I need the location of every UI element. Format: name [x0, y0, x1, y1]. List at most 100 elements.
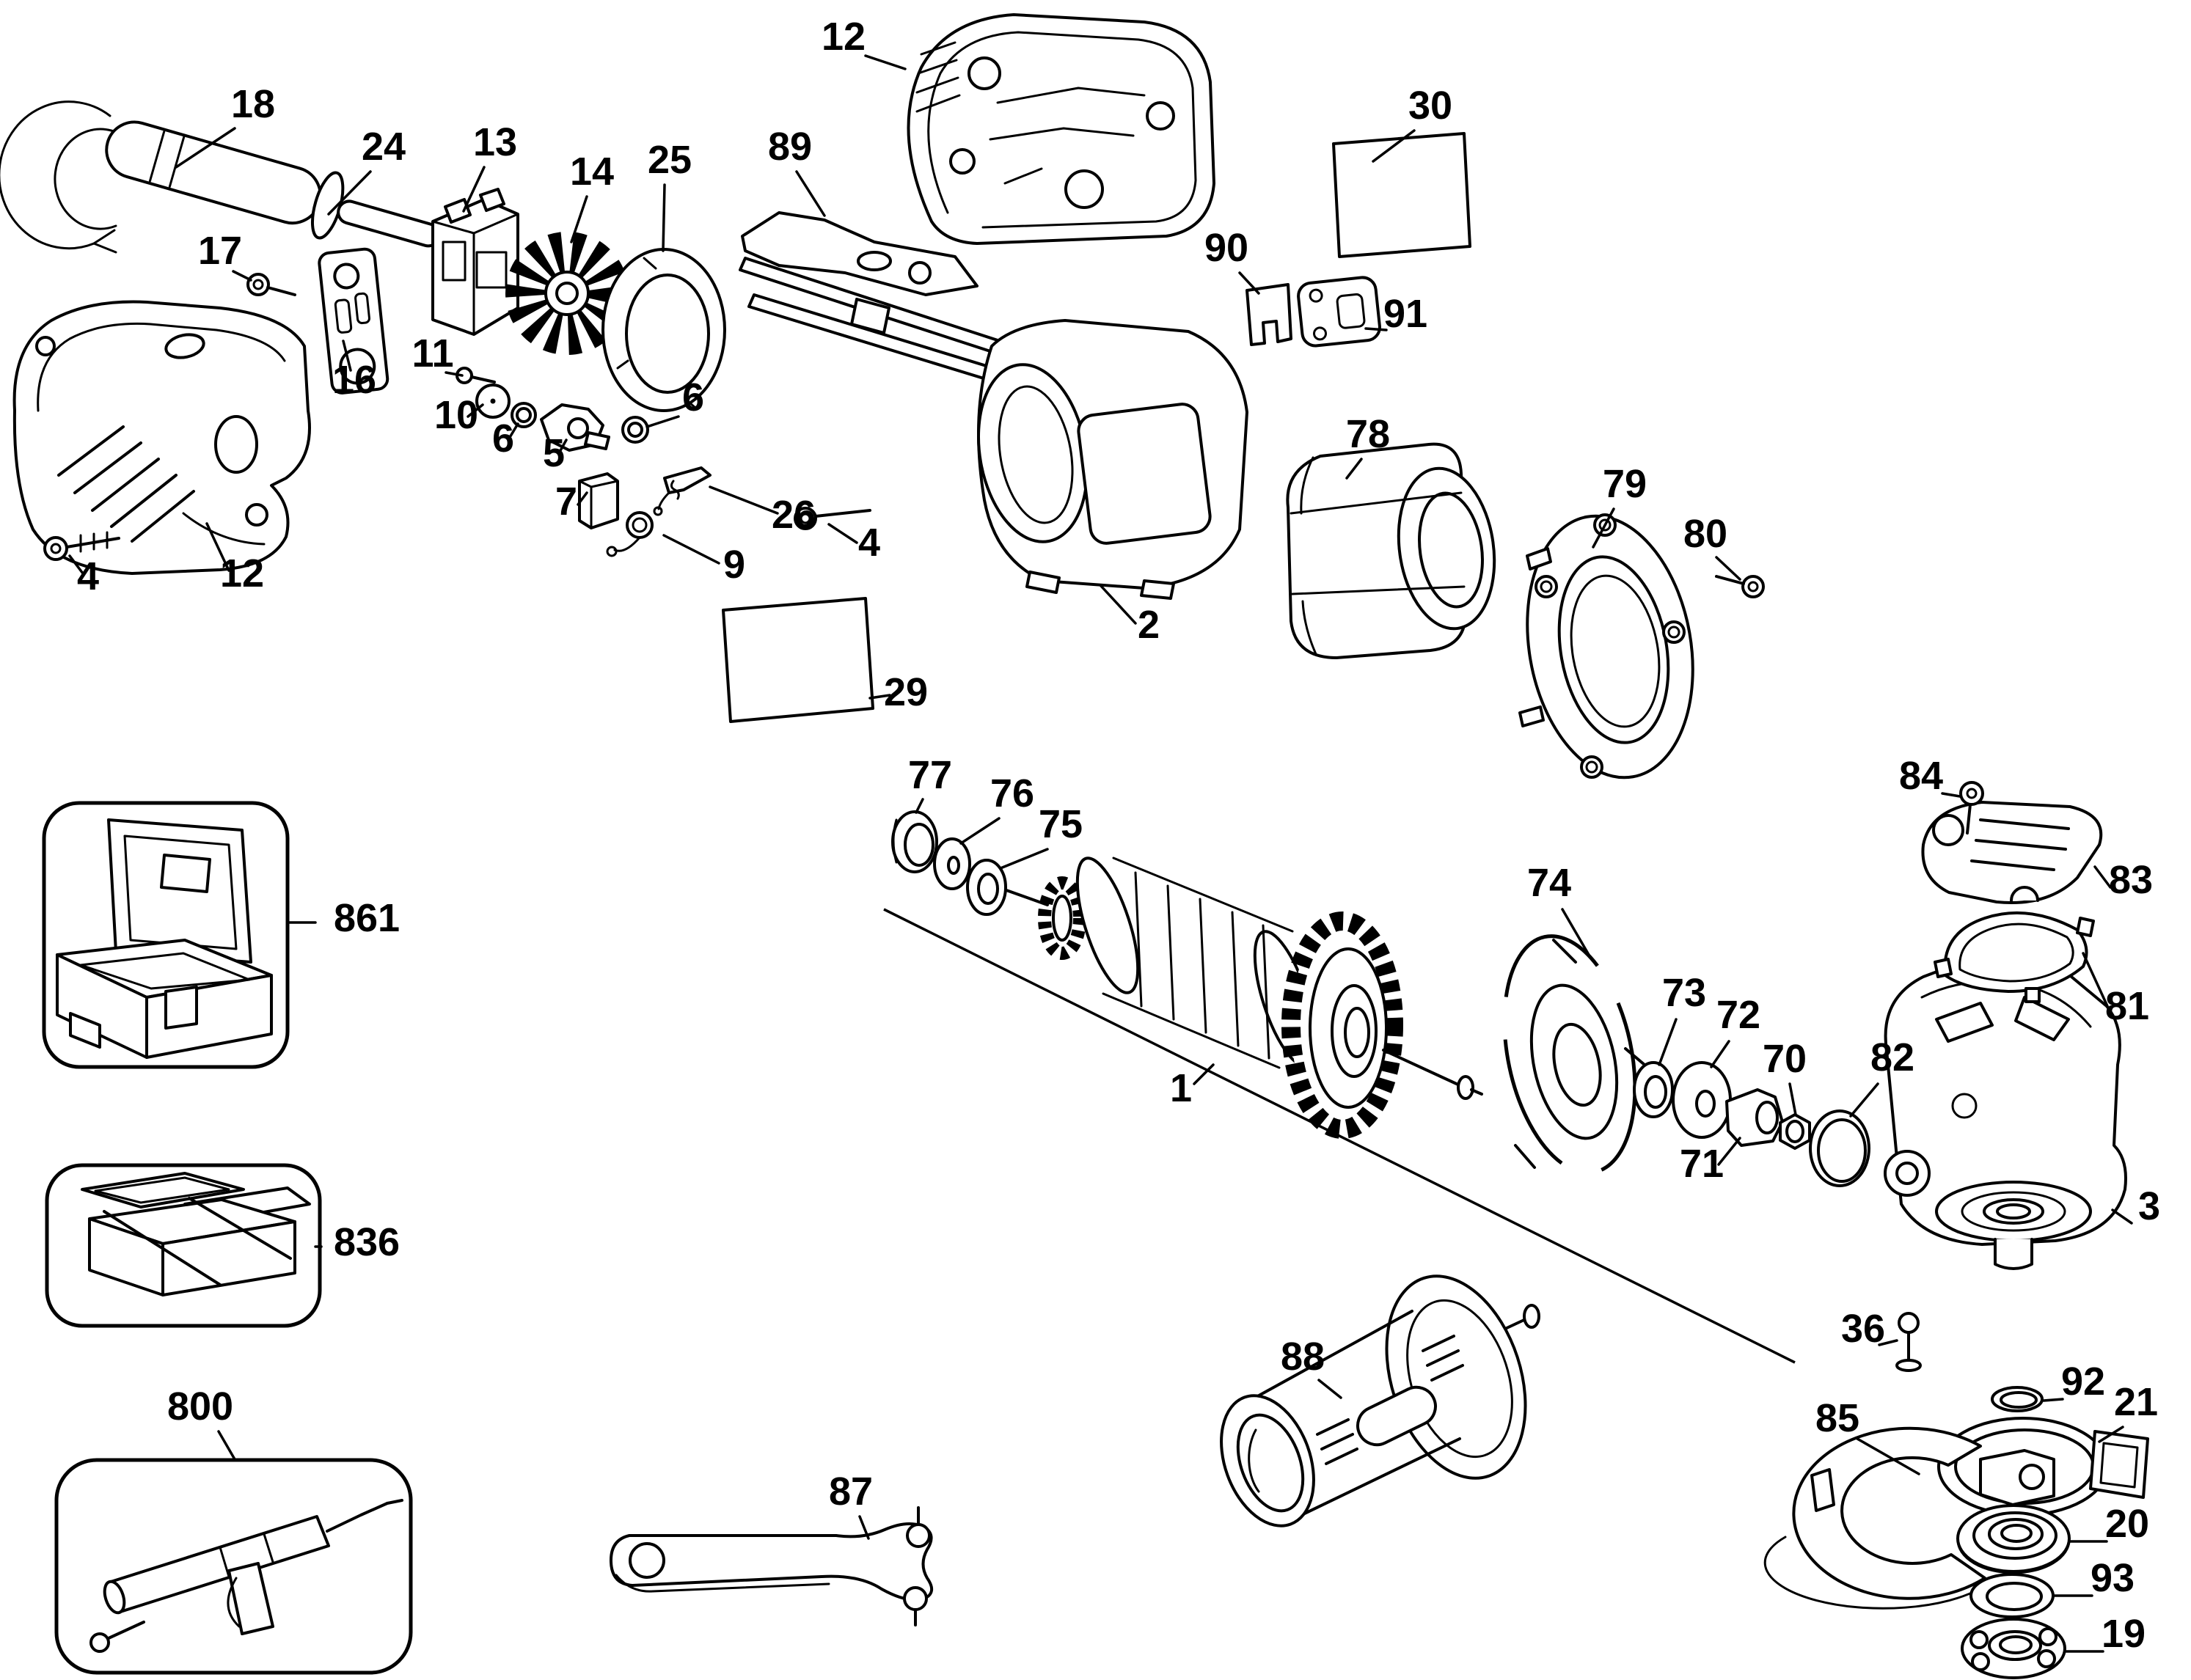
motor-housing-2-shape	[1077, 403, 1212, 545]
baffle-plate-79-shape	[1540, 580, 1553, 593]
screw-84-shape	[1966, 803, 1972, 835]
housing-half-12-top-shape	[915, 76, 959, 94]
callout-label-6b: 6	[682, 375, 704, 419]
callout-label-73: 73	[1662, 971, 1706, 1015]
side-handle-88-shape	[1325, 1448, 1358, 1465]
grease-gun-800-shape	[386, 1499, 403, 1505]
callout-leader-29	[868, 694, 891, 700]
brush-cap-91	[1297, 276, 1381, 348]
callout-leader-82	[1849, 1082, 1879, 1118]
callout-leader-4l	[68, 554, 84, 575]
ring-6b-shape	[627, 422, 643, 438]
callout-label-84: 84	[1899, 754, 1943, 798]
callout-label-88: 88	[1281, 1335, 1325, 1379]
callout-label-11: 11	[412, 331, 453, 375]
gasket-81-shape	[2024, 987, 2041, 1003]
callout-leader-90	[1238, 271, 1260, 295]
armature-1-shape-shape	[1075, 856, 1140, 994]
housing-half-12-left-shape	[35, 336, 56, 356]
callout-label-19: 19	[2102, 1612, 2146, 1656]
callout-label-3: 3	[2138, 1184, 2160, 1228]
gear-case-cover-83-shape	[1970, 859, 2055, 871]
outer-flange-19-shape	[2038, 1627, 2058, 1646]
callout-label-74: 74	[1527, 861, 1571, 905]
outer-flange-19-shape	[1971, 1652, 1990, 1671]
grease-gun-800-shape	[103, 1580, 126, 1615]
o-ring-82	[1809, 1109, 1870, 1187]
callout-label-90: 90	[1204, 226, 1248, 270]
ring-6b	[621, 416, 649, 444]
callout-leader-75	[999, 848, 1049, 870]
housing-half-12-left-shape	[91, 458, 160, 512]
brush-holder-7-shape	[578, 472, 619, 529]
outer-flange-19-shape	[1969, 1630, 1989, 1649]
callout-label-10: 10	[434, 393, 478, 437]
callout-label-12t: 12	[822, 15, 866, 59]
kit-box-861	[56, 818, 273, 1059]
callout-leader-6a	[508, 422, 519, 440]
kit-box-861-shape	[79, 952, 251, 990]
gasket-81-shape	[1934, 958, 1953, 978]
callout-label-72: 72	[1716, 993, 1760, 1037]
fan-baffle-74-shape	[1552, 1022, 1602, 1107]
gear-case-3-shape	[1935, 1002, 1994, 1043]
housing-half-12-top-shape	[927, 31, 1197, 229]
wheel-guard-85-shape	[1763, 1536, 1982, 1610]
callout-label-80: 80	[1683, 512, 1727, 556]
field-78	[1286, 442, 1496, 659]
screw-4-left-shape	[50, 543, 62, 554]
side-handle-88-shape	[1316, 1418, 1350, 1436]
housing-half-12-left	[12, 300, 311, 575]
callout-leader-77	[915, 798, 924, 814]
spindle-lock-5-shape	[567, 417, 589, 439]
armature-1	[1005, 856, 1483, 1139]
tray-836-shape	[103, 1210, 222, 1286]
callout-leader-87	[858, 1515, 870, 1540]
housing-half-12-left-shape	[110, 474, 178, 528]
armature-1-shape-shape	[1166, 884, 1175, 1021]
cord-set-18-24-shape	[54, 128, 128, 230]
callout-leader-12l	[205, 522, 230, 572]
callout-leader-26	[709, 485, 779, 515]
gear-case-3-shape	[1961, 1191, 2066, 1232]
screw-36	[1895, 1312, 1922, 1372]
callout-label-89: 89	[768, 125, 812, 169]
wheel-guard-85-shape	[1810, 1468, 1835, 1512]
brush-26-shape	[657, 491, 670, 510]
switch-13-shape	[475, 251, 508, 289]
outer-flange-19-shape	[1999, 1635, 2033, 1654]
grease-gun-800-shape	[107, 1621, 145, 1640]
cord-set-18-24	[0, 100, 484, 265]
fan-baffle-74-shape	[1514, 1144, 1536, 1169]
washer-75-shape	[977, 873, 999, 905]
baffle-plate-79-shape	[1526, 547, 1552, 571]
housing-half-12-left-shape	[164, 333, 205, 359]
housing-half-12-top-shape	[1064, 169, 1104, 209]
ring-6a-shape	[516, 407, 532, 423]
callout-leader-12t	[864, 54, 907, 70]
callout-label-4m: 4	[858, 521, 880, 565]
callout-leader-10	[467, 403, 484, 418]
gear-case-3-shape	[1895, 1162, 1919, 1185]
inner-flange-20	[1956, 1504, 2071, 1574]
baffle-plate-79-shape	[1570, 574, 1661, 728]
washer-75	[966, 859, 1007, 916]
armature-1-shape	[1344, 1007, 1370, 1058]
grease-gun-800-shape	[227, 1562, 274, 1635]
field-78-shape	[1290, 491, 1466, 595]
guard-clamp-21-shape	[1979, 1449, 2055, 1506]
armature-1-shape-shape	[1262, 924, 1270, 1060]
housing-half-12-top	[907, 13, 1215, 245]
washer-76	[933, 837, 971, 890]
screw-84	[1959, 781, 1984, 835]
field-78-shape	[1418, 491, 1484, 609]
callout-leader-89	[795, 170, 826, 217]
callout-label-7: 7	[555, 480, 577, 524]
bearing-77-shape	[892, 818, 898, 864]
callout-leader-16	[342, 340, 352, 372]
tray-836	[81, 1172, 311, 1296]
grease-gun-800	[89, 1499, 403, 1653]
callout-label-13: 13	[473, 120, 517, 164]
screw-84-shape	[1966, 788, 1978, 799]
